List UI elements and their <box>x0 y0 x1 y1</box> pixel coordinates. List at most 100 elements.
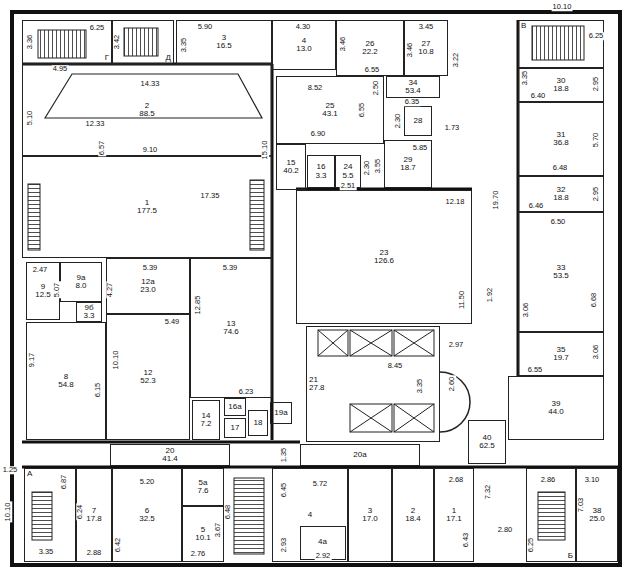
dimension-label: 2.95 <box>592 186 600 203</box>
dimension-label: 6.50 <box>550 218 567 226</box>
room-number: 28 <box>414 117 423 125</box>
dimension-label: 5.72 <box>312 480 329 488</box>
dimension-label: 8.52 <box>307 84 324 92</box>
dimension-label: 3.22 <box>452 52 460 69</box>
dimension-label: 2.60 <box>448 376 456 393</box>
room-number: 9б <box>84 304 93 312</box>
room-area: 7.2 <box>200 420 211 428</box>
dimension-label: 1.35 <box>280 447 288 464</box>
dimension-label: 12.18 <box>445 198 466 206</box>
room-number: 20a <box>353 451 366 459</box>
room-number: 19a <box>274 409 287 417</box>
dimension-label: 3.35 <box>416 378 424 395</box>
dimension-label: 6.25 <box>89 24 106 32</box>
room-number: 21 <box>309 376 318 384</box>
dimension-label: 2.68 <box>448 476 465 484</box>
dimension-label: 5.07 <box>53 282 61 299</box>
room-area: 43.1 <box>322 110 338 118</box>
room-number: 5a <box>199 479 208 487</box>
dimension-label: 10.10 <box>4 502 12 523</box>
room-area: 177.5 <box>137 207 157 215</box>
room: 1177.5 <box>22 156 272 258</box>
room-area: 53.4 <box>405 87 421 95</box>
room-number: 39 <box>552 400 561 408</box>
room: 218.4 <box>392 468 434 562</box>
room: 3453.4 <box>386 76 440 98</box>
room-area: 3.3 <box>83 312 94 320</box>
dimension-label: 5.39 <box>142 264 159 272</box>
room-area: 10.8 <box>418 48 434 56</box>
room-number: 13 <box>227 320 236 328</box>
dimension-label: 2.80 <box>497 526 514 534</box>
room-area: 13.0 <box>296 45 312 53</box>
room-area: 18.7 <box>400 164 416 172</box>
room-area: 7.6 <box>197 487 208 495</box>
room-number: 9 <box>41 283 45 291</box>
dimension-label: 3.35 <box>38 548 55 556</box>
room-area: 18.8 <box>553 194 569 202</box>
dimension-label: 6.55 <box>364 66 381 74</box>
dimension-label: 3.35 <box>180 37 188 54</box>
dimension-label: 5.70 <box>592 132 600 149</box>
room-number: 8 <box>64 373 68 381</box>
room-area: 41.4 <box>162 455 178 463</box>
dimension-label: 6.57 <box>98 140 106 157</box>
room-number: 6 <box>145 507 149 515</box>
room-number: 25 <box>326 102 335 110</box>
room: 19a <box>270 402 292 424</box>
room-number: 20 <box>166 447 175 455</box>
dimension-label: 2.93 <box>280 537 288 554</box>
room-area: 19.7 <box>553 354 569 362</box>
room-number: 12a <box>141 278 154 286</box>
dimension-label: 6.90 <box>310 130 327 138</box>
room: 1540.2 <box>276 144 306 190</box>
dimension-label: 6.43 <box>462 532 470 549</box>
room-area: 44.0 <box>548 408 564 416</box>
dimension-label: 3.46 <box>406 42 414 59</box>
room-number: 14 <box>202 412 211 420</box>
room-number: 9a <box>77 274 86 282</box>
room: 1252.3 <box>106 314 190 440</box>
dimension-label: 3.36 <box>26 34 34 51</box>
dimension-label: 6.46 <box>528 202 545 210</box>
dimension-label: 6.23 <box>238 388 255 396</box>
room-area: 10.1 <box>195 534 211 542</box>
room: 147.2 <box>192 400 220 440</box>
room: 9б3.3 <box>76 302 102 322</box>
dimension-label: 9.10 <box>142 146 159 154</box>
room: 163.3 <box>307 155 335 188</box>
dimension-label: 6.68 <box>590 292 598 309</box>
room-area: 62.5 <box>479 442 495 450</box>
dimension-label: 3.46 <box>339 36 347 53</box>
stairwell: В <box>518 20 604 68</box>
dimension-label: 3.06 <box>522 302 530 319</box>
dimension-label: 3.10 <box>584 476 601 484</box>
room-area: 18.4 <box>405 515 421 523</box>
room-number: 32 <box>557 186 566 194</box>
room: 5a7.6 <box>182 468 224 506</box>
stage-outline <box>45 74 262 118</box>
dimension-label: 6.48 <box>552 164 569 172</box>
room-number: 34 <box>409 79 418 87</box>
dimension-label: 1.25 <box>2 466 19 474</box>
dimension-label: 6.55 <box>527 366 544 374</box>
dimension-label: 6.25 <box>588 32 605 40</box>
room: 3353.5 <box>518 212 604 332</box>
room-number: 2 <box>411 507 415 515</box>
room-number: Д <box>166 54 171 62</box>
dimension-label: 6.45 <box>280 482 288 499</box>
room: 317.0 <box>348 468 392 562</box>
dimension-label: 6.35 <box>404 98 421 106</box>
room-number: 3 <box>368 507 372 515</box>
room-number: 4 <box>308 511 312 519</box>
room-number: 5 <box>201 526 205 534</box>
dimension-label: 4.27 <box>106 282 114 299</box>
dimension-label: 2.88 <box>86 549 103 557</box>
bay-wall <box>440 372 470 432</box>
room-number: 4a <box>318 538 327 546</box>
dimension-label: 3.67 <box>214 522 222 539</box>
dimension-label: 5.90 <box>197 23 214 31</box>
room: 23126.6 <box>296 190 472 324</box>
dimension-label: 5.49 <box>164 318 181 326</box>
